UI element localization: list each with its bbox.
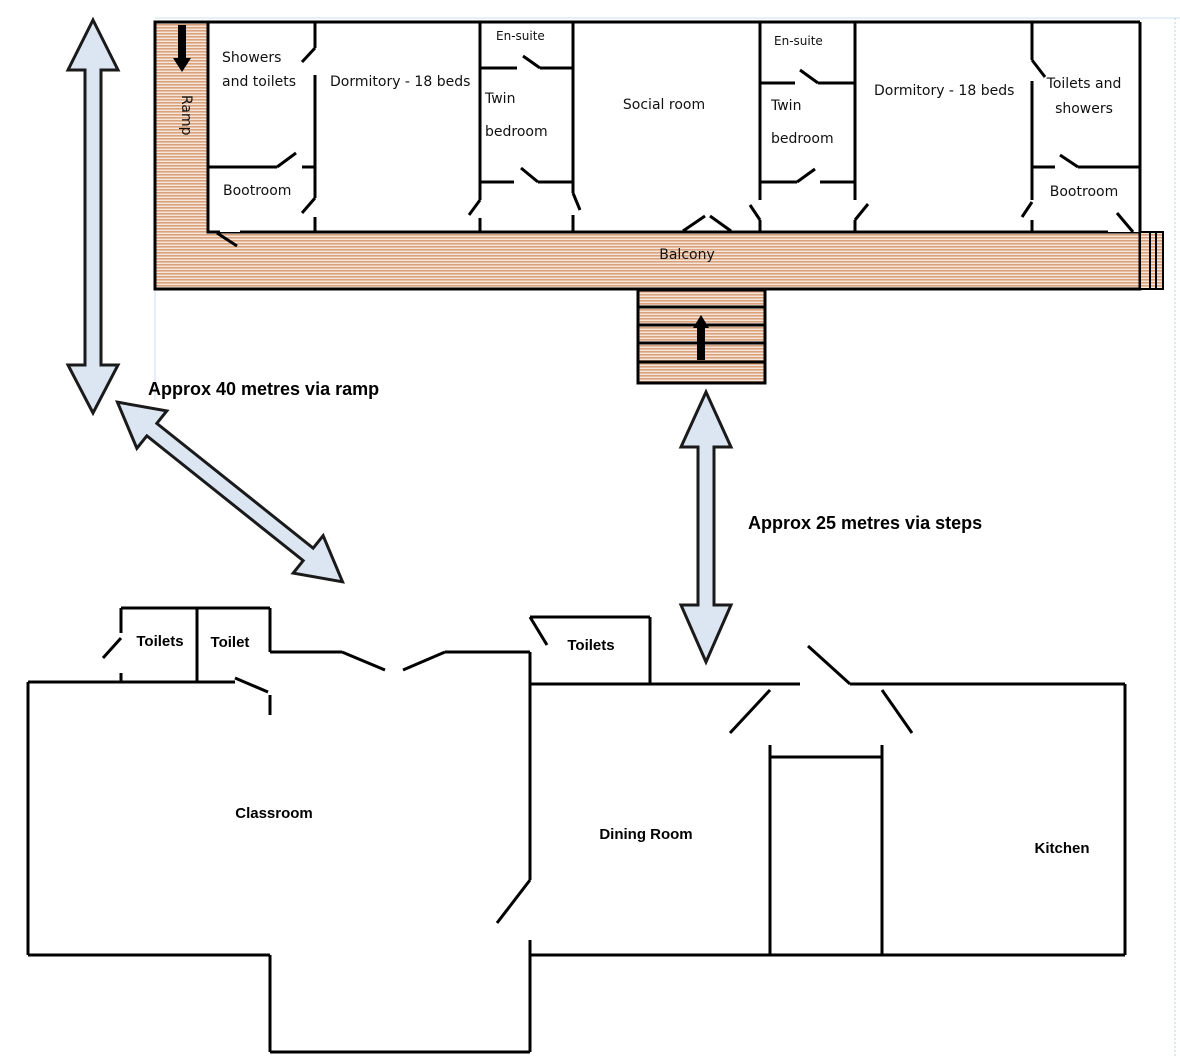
steps-distance-label: Approx 25 metres via steps <box>748 513 982 533</box>
showers-label: Showers <box>222 50 281 66</box>
twin-right-label-2: bedroom <box>771 131 834 147</box>
steps-vertical-double-arrow-icon <box>678 388 734 666</box>
ensuite-right-label: En-suite <box>774 34 823 48</box>
toilets-right-label-2: showers <box>1055 101 1113 117</box>
end-steps <box>1139 231 1164 290</box>
ramp-down-arrow-icon <box>173 25 191 72</box>
kitchen-label: Kitchen <box>1034 840 1089 857</box>
dorm-right-label: Dormitory - 18 beds <box>874 83 1014 99</box>
bootroom-right-label: Bootroom <box>1050 184 1118 200</box>
ramp-distance-label: Approx 40 metres via ramp <box>148 379 379 399</box>
lower-building-walls <box>26 606 1127 1054</box>
ensuite-left-label: En-suite <box>496 29 545 43</box>
upper-building-walls <box>206 20 1142 248</box>
toilets-mid-label: Toilets <box>567 637 614 654</box>
dining-room-label: Dining Room <box>599 826 692 843</box>
dorm-left-label: Dormitory - 18 beds <box>330 74 470 90</box>
ramp-label: Ramp <box>178 95 194 136</box>
showers-label-2: and toilets <box>222 74 296 90</box>
social-room-label: Social room <box>623 97 705 113</box>
toilet-label: Toilet <box>211 634 250 651</box>
toilets-right-label: Toilets and <box>1046 76 1122 92</box>
classroom-label: Classroom <box>235 805 313 822</box>
twin-left-label: Twin <box>484 91 515 107</box>
twin-right-label: Twin <box>770 98 801 114</box>
balcony-label: Balcony <box>659 247 715 263</box>
ramp-vertical-double-arrow-icon <box>65 16 121 417</box>
bootroom-left-label: Bootroom <box>223 183 291 199</box>
ramp-and-balcony <box>153 20 1164 385</box>
ramp-diagonal-double-arrow-icon <box>115 400 345 584</box>
twin-left-label-2: bedroom <box>485 124 548 140</box>
steps-up-arrow-icon <box>693 315 709 360</box>
toilets-left-label: Toilets <box>136 633 183 650</box>
